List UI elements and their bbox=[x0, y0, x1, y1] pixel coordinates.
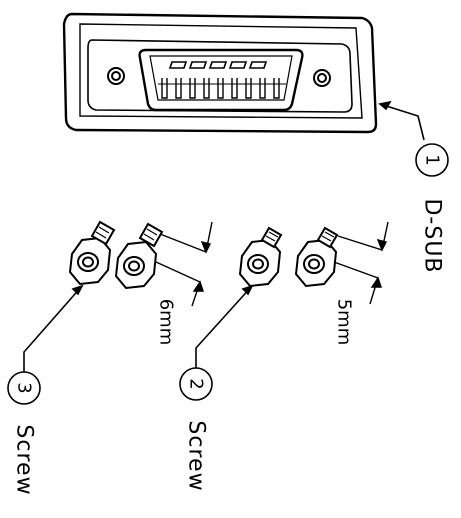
dsub-callout: 1 D-SUB bbox=[415, 143, 449, 274]
screw-5mm-callout: 2 Screw bbox=[179, 367, 213, 492]
dsub-label: D-SUB bbox=[420, 198, 445, 273]
dimension-5mm bbox=[333, 221, 389, 305]
dimension-6mm bbox=[155, 221, 213, 307]
callout-number-1: 1 bbox=[422, 154, 443, 165]
callout-number-3: 3 bbox=[14, 382, 35, 393]
callout-circle-1 bbox=[415, 143, 449, 177]
screw-6mm-callout: 3 Screw bbox=[7, 371, 41, 496]
pin-row-bottom bbox=[158, 78, 286, 99]
screw-6mm-left bbox=[68, 220, 116, 286]
screw-5mm-left bbox=[238, 226, 283, 288]
pin-row-top bbox=[168, 61, 268, 69]
screw-5mm-right bbox=[294, 226, 339, 288]
mounting-hole-left bbox=[107, 67, 125, 85]
screw-6mm-right bbox=[114, 222, 164, 290]
dsub-connector bbox=[62, 12, 378, 134]
screw-6mm-label: Screw bbox=[12, 424, 37, 495]
callout-circle-3 bbox=[7, 371, 41, 405]
dimension-6mm-label: 6mm bbox=[156, 299, 177, 346]
callout-circle-2 bbox=[179, 367, 213, 401]
screw-5mm-leader bbox=[195, 284, 254, 368]
screw-5mm-label: Screw bbox=[184, 420, 209, 491]
callout-number-2: 2 bbox=[186, 378, 207, 389]
dsub-leader bbox=[378, 100, 425, 141]
mounting-hole-right bbox=[313, 69, 331, 87]
dimension-5mm-label: 5mm bbox=[334, 299, 355, 346]
screw-6mm-leader bbox=[23, 284, 84, 372]
